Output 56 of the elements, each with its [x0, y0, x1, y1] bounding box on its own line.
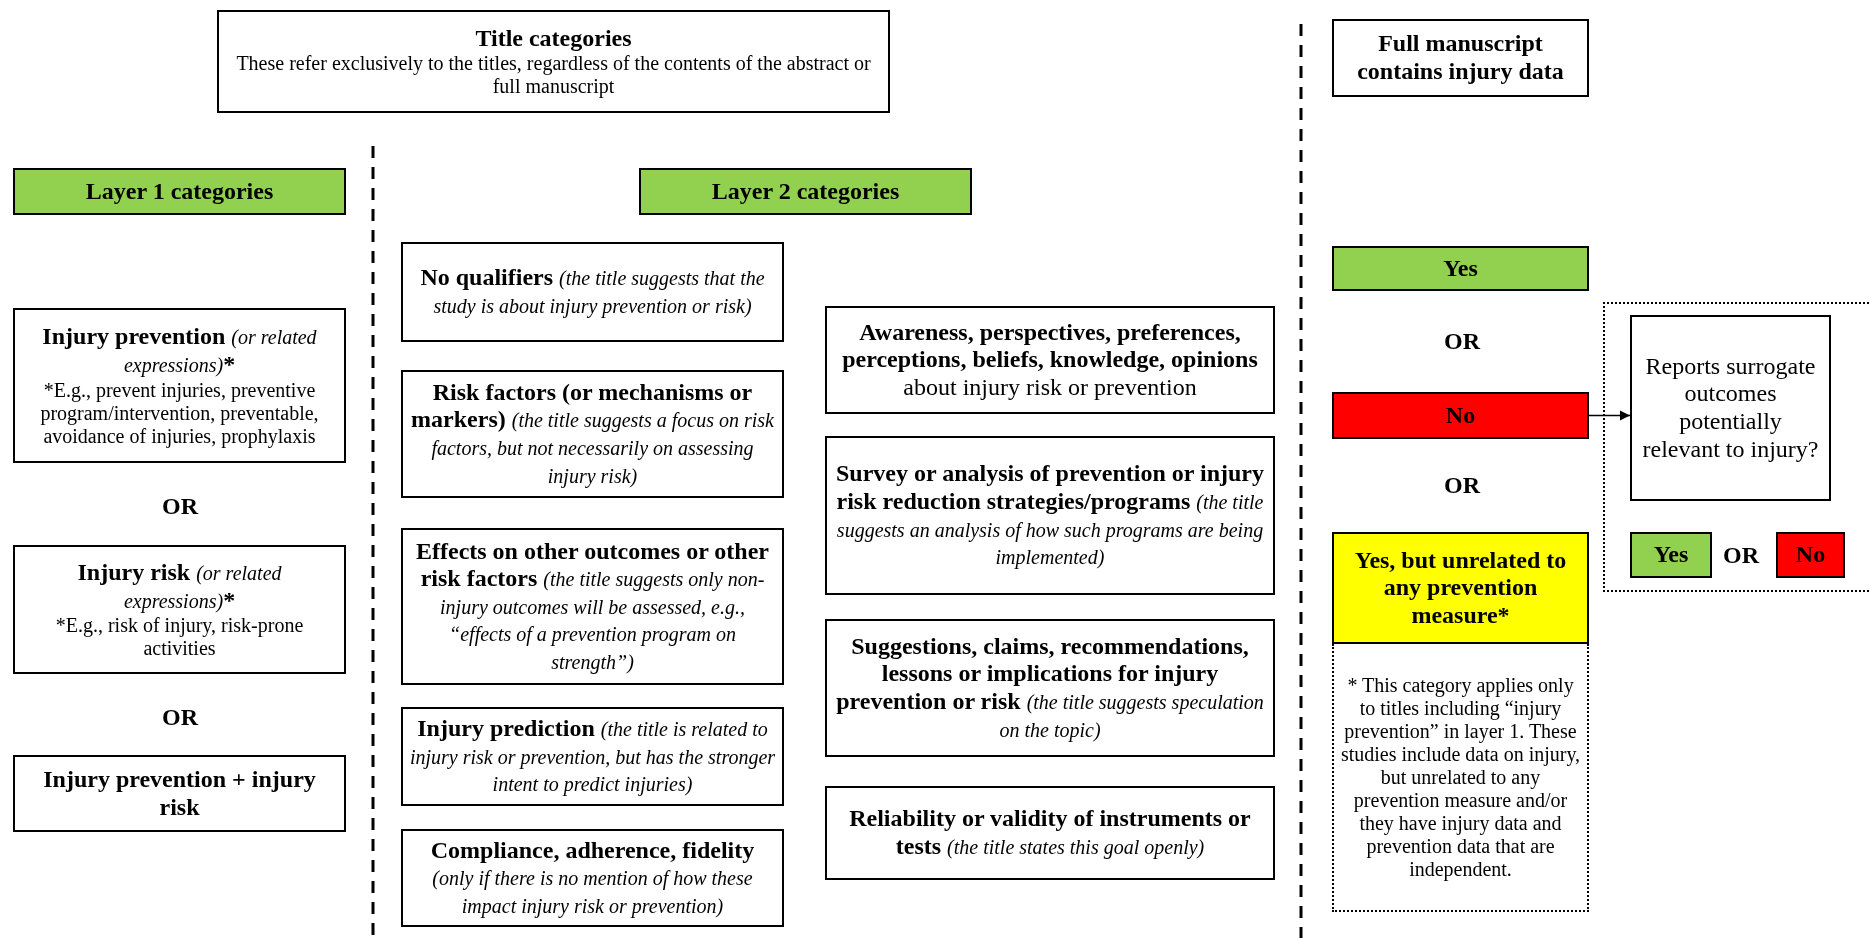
box-text: Yes: [1443, 254, 1478, 283]
box-text: These refer exclusively to the titles, regardless of the contents of the abstract or full manuscript: [235, 52, 872, 99]
answer-box: [1630, 532, 1712, 578]
heading-box: [217, 10, 890, 113]
box-text: Risk factors (or mechanisms or markers) (the title suggests a focus on risk factors, but not necessarily on assessing injury risk): [410, 378, 775, 490]
answer-box: [1332, 532, 1589, 644]
box-text: * This category applies only to titles including “injury prevention” in layer 1. These studies include data on injury, but unrelated to any prevention measure and/or they have injury data and prevention data that are independent.: [1340, 673, 1581, 881]
category-box: [825, 619, 1275, 757]
category-box: [825, 306, 1275, 414]
box-text: Injury prevention + injury risk: [42, 765, 317, 822]
question-box: [1630, 315, 1831, 501]
box-text: No: [1795, 541, 1826, 569]
or-label: OR: [162, 492, 198, 520]
footnote-box: [1332, 644, 1589, 912]
or-label: OR: [1444, 471, 1480, 499]
box-text: Compliance, adherence, fidelity (only if there is no mention of how these impact injury risk or prevention): [429, 836, 756, 920]
box-text: Survey or analysis of prevention or injury risk reduction strategies/programs (the title suggests an analysis of how such programs are being implemented): [835, 460, 1265, 571]
column-header: [639, 168, 972, 215]
category-box: [13, 755, 346, 832]
or-label: OR: [1723, 541, 1759, 569]
box-text: Suggestions, claims, recommendations, lessons or implications for injury prevention or risk (the title suggests speculation on the topic): [835, 632, 1265, 744]
box-text: Awareness, perspectives, preferences, perceptions, beliefs, knowledge, opinions about injury risk or prevention: [841, 318, 1259, 402]
category-box: [401, 370, 784, 498]
box-heading: Title categories: [475, 24, 632, 53]
or-label: OR: [162, 703, 198, 731]
answer-box: [1776, 532, 1845, 578]
box-text: *E.g., prevent injuries, preventive program/intervention, preventable, avoidance of injuries, prophylaxis: [39, 378, 320, 448]
box-heading: Injury prevention (or related expressions)*: [41, 323, 318, 379]
box-text: Reports surrogate outcomes potentially relevant to injury?: [1641, 352, 1820, 464]
box-text: Yes: [1653, 541, 1689, 569]
box-text: Full manuscript contains injury data: [1356, 30, 1565, 86]
category-box: [401, 707, 784, 806]
box-text: Layer 1 categories: [85, 177, 274, 206]
category-box: [13, 545, 346, 674]
category-box: [401, 829, 784, 927]
box-text: Layer 2 categories: [711, 177, 900, 206]
box-text: Effects on other outcomes or other risk factors (the title suggests only non-injury outcomes will be assessed, e.g., “effects of a prevention program on strength”): [415, 537, 770, 676]
box-text: Reliability or validity of instruments or tests (the title states this goal openly): [848, 805, 1252, 861]
box-text: Yes, but unrelated to any prevention measure*: [1353, 546, 1568, 630]
box-text: Injury prediction (the title is related to injury risk or prevention, but has the stronger intent to predict injuries): [409, 715, 776, 798]
arrow: [1588, 410, 1631, 421]
box-text: No: [1445, 401, 1476, 430]
category-box: [825, 436, 1275, 595]
box-text: No qualifiers (the title suggests that the study is about injury prevention or risk): [419, 264, 766, 320]
group-frame: [1603, 302, 1870, 592]
category-box: [825, 786, 1275, 880]
box-text: *E.g., risk of injury, risk-prone activities: [54, 614, 305, 661]
answer-box: [1332, 392, 1589, 439]
box-heading: Injury risk (or related expressions)*: [76, 558, 283, 615]
category-box: [401, 242, 784, 342]
or-label: OR: [1444, 327, 1480, 355]
answer-box: [1332, 246, 1589, 291]
heading-box: [1332, 19, 1589, 97]
category-box: [401, 528, 784, 685]
category-box: [13, 308, 346, 463]
column-header: [13, 168, 346, 215]
